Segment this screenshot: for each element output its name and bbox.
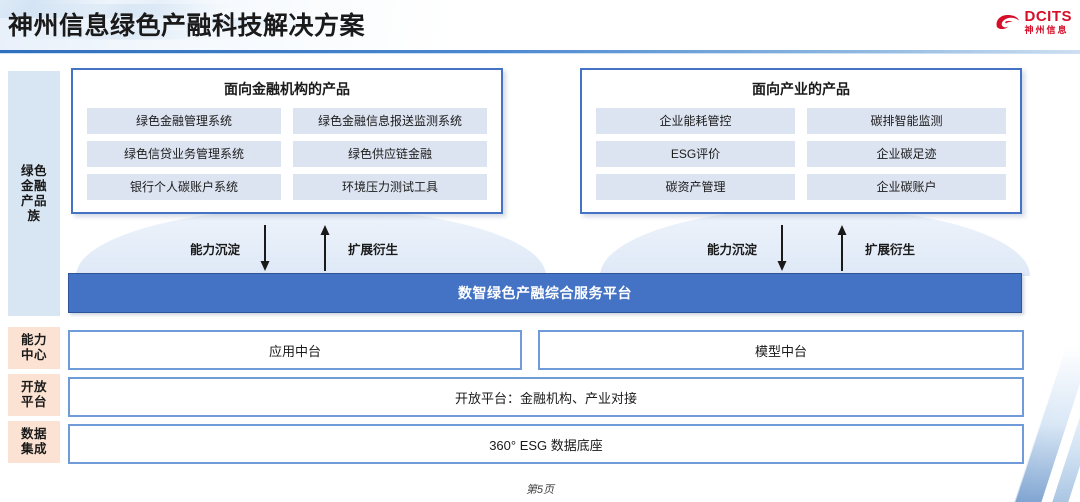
arrow-up-icon — [320, 225, 330, 271]
product-chip[interactable]: 碳资产管理 — [596, 174, 795, 200]
page-title: 神州信息绿色产融科技解决方案 — [8, 12, 366, 40]
product-group-financial[interactable]: 面向金融机构的产品 绿色金融管理系统 绿色金融信息报送监测系统 绿色信贷业务管理… — [71, 68, 503, 214]
sidebar-item-data-integration[interactable]: 数据集成 — [8, 421, 60, 463]
product-chip[interactable]: 企业能耗管控 — [596, 108, 795, 134]
capability-card-label: 模型中台 — [754, 343, 807, 359]
data-foundation-row[interactable]: 360° ESG 数据底座 — [68, 424, 1024, 464]
slide-header: 神州信息绿色产融科技解决方案 DCITS 神州信息 — [0, 0, 1080, 53]
arrow-up-icon — [837, 225, 847, 271]
capability-card-model-midplatform[interactable]: 模型中台 — [538, 330, 1024, 370]
sidebar-item-label: 能力中心 — [20, 333, 47, 362]
sidebar-item-label: 绿色金融产品族 — [20, 163, 47, 223]
capability-card-label: 应用中台 — [268, 343, 321, 359]
platform-label: 数智绿色产融综合服务平台 — [458, 285, 632, 301]
product-chip[interactable]: 绿色金融管理系统 — [87, 108, 281, 134]
product-chip-grid: 绿色金融管理系统 绿色金融信息报送监测系统 绿色信贷业务管理系统 绿色供应链金融… — [73, 99, 501, 211]
flow-label-extend: 扩展衍生 — [865, 242, 916, 257]
product-chip[interactable]: 企业碳足迹 — [807, 141, 1006, 167]
arrow-down-icon — [777, 225, 787, 271]
sidebar-item-label: 数据集成 — [20, 427, 47, 456]
flow-group-left: 能力沉淀 扩展衍生 — [190, 224, 398, 272]
product-chip[interactable]: 绿色供应链金融 — [293, 141, 487, 167]
product-chip[interactable]: 银行个人碳账户系统 — [87, 174, 281, 200]
logo-text-en: DCITS — [1024, 8, 1072, 25]
product-chip[interactable]: 企业碳账户 — [807, 174, 1006, 200]
arrow-down-icon — [260, 225, 270, 271]
header-divider-thin — [0, 53, 1080, 54]
product-group-title: 面向产业的产品 — [752, 81, 850, 97]
product-group-industry[interactable]: 面向产业的产品 企业能耗管控 碳排智能监测 ESG评价 企业碳足迹 碳资产管理 … — [580, 68, 1022, 214]
product-chip[interactable]: 环境压力测试工具 — [293, 174, 487, 200]
sidebar-item-open-platform[interactable]: 开放平台 — [8, 374, 60, 416]
sidebar-item-green-finance-family[interactable]: 绿色金融产品族 — [8, 71, 60, 316]
sidebar-item-label: 开放平台 — [20, 380, 47, 409]
capability-card-app-midplatform[interactable]: 应用中台 — [68, 330, 522, 370]
sidebar-item-capability-center[interactable]: 能力中心 — [8, 327, 60, 369]
flow-label-sink: 能力沉淀 — [190, 242, 241, 257]
page-number: 第5页 — [525, 484, 555, 496]
dcits-swoosh-icon — [995, 14, 1019, 30]
product-chip[interactable]: 碳排智能监测 — [807, 108, 1006, 134]
open-platform-label: 开放平台：金融机构、产业对接 — [454, 390, 637, 406]
product-group-title: 面向金融机构的产品 — [224, 81, 350, 97]
logo-text-cn: 神州信息 — [1024, 25, 1069, 35]
product-chip[interactable]: ESG评价 — [596, 141, 795, 167]
flow-label-sink: 能力沉淀 — [707, 242, 758, 257]
header-divider — [0, 50, 1080, 53]
product-chip[interactable]: 绿色信贷业务管理系统 — [87, 141, 281, 167]
flow-group-right: 能力沉淀 扩展衍生 — [707, 224, 915, 272]
product-chip[interactable]: 绿色金融信息报送监测系统 — [293, 108, 487, 134]
product-chip-grid: 企业能耗管控 碳排智能监测 ESG评价 企业碳足迹 碳资产管理 企业碳账户 — [582, 99, 1020, 211]
data-foundation-label: 360° ESG 数据底座 — [489, 437, 603, 453]
dcits-logo: DCITS 神州信息 — [994, 9, 1073, 35]
flow-label-extend: 扩展衍生 — [348, 242, 399, 257]
platform-bar[interactable]: 数智绿色产融综合服务平台 — [68, 273, 1022, 313]
open-platform-row[interactable]: 开放平台：金融机构、产业对接 — [68, 377, 1024, 417]
